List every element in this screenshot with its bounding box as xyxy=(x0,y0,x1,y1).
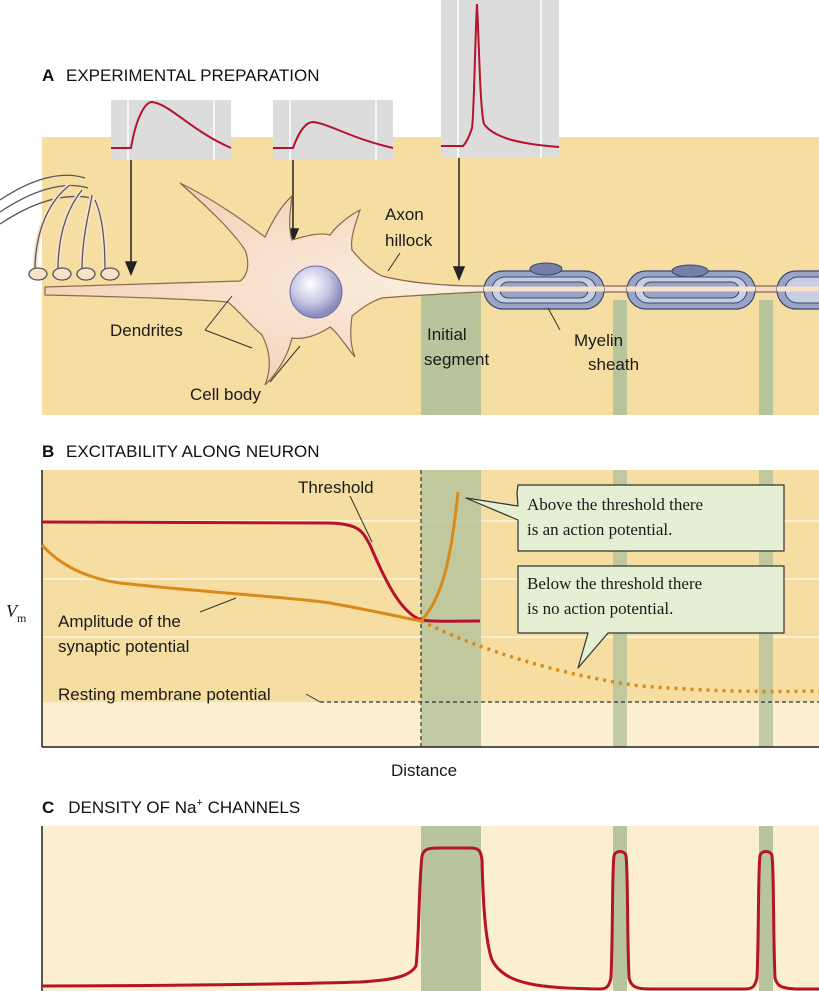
recording-inset-cell-body xyxy=(273,100,394,160)
callout-above-threshold xyxy=(465,484,785,552)
label-axon-1: Axon xyxy=(385,205,424,224)
myelin-sheath-3 xyxy=(776,270,819,310)
section-a-title: EXPERIMENTAL PREPARATION xyxy=(66,66,319,85)
section-c-title: C DENSITY OF Na+ CHANNELS xyxy=(42,797,300,817)
section-a: A EXPERIMENTAL PREPARATION xyxy=(0,0,819,415)
label-amplitude-1: Amplitude of the xyxy=(58,612,181,631)
na-channel-density-curve xyxy=(41,846,819,991)
section-b: B EXCITABILITY ALONG NEURON xyxy=(6,442,819,780)
y-axis-label-sub: m xyxy=(17,611,27,625)
arrow-initial-segment xyxy=(452,158,466,281)
nucleus xyxy=(289,265,343,319)
initial-segment-band-a xyxy=(421,292,481,415)
arrow-dendrite xyxy=(124,160,138,276)
node-band-a-2 xyxy=(759,300,773,415)
label-cell-body: Cell body xyxy=(190,385,261,404)
callout-below-line-1: Below the threshold there xyxy=(527,574,702,593)
label-initial-1: Initial xyxy=(427,325,467,344)
section-c-letter: C xyxy=(42,798,54,817)
label-dendrites: Dendrites xyxy=(110,321,183,340)
section-c-title-start: DENSITY OF Na xyxy=(68,798,197,817)
myelin-sheath-1 xyxy=(483,262,605,310)
label-myelin-1: Myelin xyxy=(574,331,623,350)
initial-segment-band-c xyxy=(421,826,481,991)
section-b-letter: B xyxy=(42,442,54,461)
x-axis-label: Distance xyxy=(391,761,457,780)
node-band-c-1 xyxy=(613,826,627,991)
callout-above-line-1: Above the threshold there xyxy=(527,495,703,514)
leader-lines-b xyxy=(199,495,373,703)
y-axis-label-v: V xyxy=(6,601,19,621)
label-myelin-2: sheath xyxy=(588,355,639,374)
recording-inset-dendrite xyxy=(111,100,232,160)
callout-above-line-2: is an action potential. xyxy=(527,520,672,539)
threshold-curve xyxy=(41,520,481,623)
neuron-body xyxy=(44,182,819,386)
label-initial-2: segment xyxy=(424,350,489,369)
label-amplitude-2: synaptic potential xyxy=(58,637,189,656)
neuron xyxy=(44,182,819,386)
callout-below-line-2: is no action potential. xyxy=(527,599,673,618)
label-axon-2: hillock xyxy=(385,231,433,250)
leader-lines-a xyxy=(204,252,561,383)
myelin-sheath-2 xyxy=(626,264,756,310)
section-c-superscript: + xyxy=(196,797,202,809)
action-potential-rise xyxy=(419,491,460,623)
callout-below-threshold xyxy=(517,565,785,669)
section-b-title: EXCITABILITY ALONG NEURON xyxy=(66,442,320,461)
node-band-a-1 xyxy=(613,300,627,415)
section-a-letter: A xyxy=(42,66,54,85)
recording-inset-initial-segment xyxy=(441,0,560,158)
amplitude-curve xyxy=(40,543,422,623)
section-c: C DENSITY OF Na+ CHANNELS xyxy=(41,797,819,991)
label-resting: Resting membrane potential xyxy=(58,685,271,704)
presynaptic-terminals xyxy=(0,174,120,281)
label-threshold: Threshold xyxy=(298,478,374,497)
y-axis-label: Vm xyxy=(6,601,27,625)
node-band-c-2 xyxy=(759,826,773,991)
section-c-title-end: CHANNELS xyxy=(203,798,300,817)
